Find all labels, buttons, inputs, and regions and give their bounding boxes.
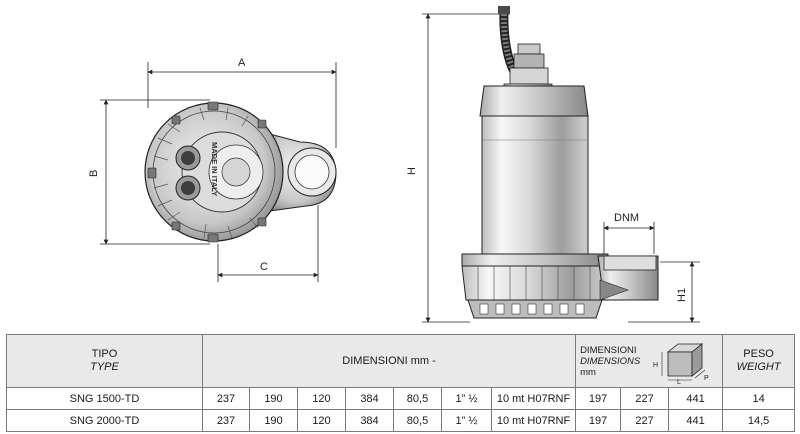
header-peso-label: PESO [743,348,774,360]
cell-c: 120 [297,387,346,410]
dimension-h [422,13,510,323]
cell-h: 384 [345,387,394,410]
header-type-label: TYPE [90,361,119,373]
top-view: A B C [88,57,337,282]
label-c: C [260,261,268,273]
header-packaging-dimensions: DIMENSIONI DIMENSIONS mm H L P [575,334,724,388]
motor-housing [481,115,589,255]
header-tipo: TIPO TYPE [6,334,203,388]
header-small-dim-en: DIMENSIONS [580,355,641,367]
cell-box-l: 197 [575,387,622,410]
header-small-dim-unit: mm [580,366,596,378]
label-dnm: DNM [614,212,639,224]
technical-drawing: A B C [88,6,700,323]
label-h1: H1 [676,288,688,302]
model-cell: SNG 1500-TD [6,387,203,410]
box-h-label: H [653,362,658,369]
label-a: A [238,57,246,69]
box-p-label: P [704,375,709,382]
cell-b: 190 [249,409,298,432]
cell-b: 190 [249,387,298,410]
cell-box-h: 441 [668,387,724,410]
cell-weight: 14 [722,387,796,410]
cell-c: 120 [297,409,346,432]
made-in-italy-mark: MADE IN ITALY [210,142,219,196]
cell-dnm: 1” ½ [441,387,492,410]
discharge-outlet [597,255,659,301]
label-b: B [88,170,100,177]
cell-cable: 10 mt H07RNF [490,409,577,432]
side-view: H H1 DNM [406,6,700,323]
header-small-dim-it: DIMENSIONI [580,344,637,356]
cell-dnm: 1” ½ [441,409,492,432]
header-tipo-label: TIPO [91,348,118,360]
cell-cable: 10 mt H07RNF [490,387,577,410]
header-weight-label: WEIGHT [736,361,781,373]
dimension-dnm [603,222,655,254]
box-dimensions-icon: H L P [653,343,709,384]
cell-h: 384 [345,409,394,432]
label-h: H [406,167,418,175]
cell-a: 237 [202,409,250,432]
cell-a: 237 [202,387,250,410]
dimension-h1 [628,261,700,323]
header-peso: PESO WEIGHT [722,334,796,388]
table-row: SNG 1500-TD 237 190 120 384 80,5 1” ½ 10… [6,387,796,410]
table-header-row: TIPO TYPE DIMENSIONI mm - DIMENSIONI DIM… [6,334,796,388]
dimension-b [100,99,210,245]
header-dimensions: DIMENSIONI mm - [201,334,577,388]
cell-box-p: 227 [620,409,670,432]
pump-base [461,253,609,319]
table-row: SNG 2000-TD 237 190 120 384 80,5 1” ½ 10… [6,409,796,432]
cell-box-p: 227 [620,387,670,410]
cell-box-l: 197 [575,409,622,432]
cell-box-h: 441 [668,409,724,432]
cell-h1: 80,5 [393,409,442,432]
spec-table: TIPO TYPE DIMENSIONI mm - DIMENSIONI DIM… [6,334,796,432]
cell-weight: 14,5 [722,409,796,432]
box-l-label: L [677,379,681,384]
header-dimensioni-label: DIMENSIONI mm - [342,355,436,367]
model-cell: SNG 2000-TD [6,409,203,432]
dimension-c [217,205,319,282]
motor-cap [479,85,589,117]
cell-h1: 80,5 [393,387,442,410]
cable-gland-icon [175,145,201,201]
